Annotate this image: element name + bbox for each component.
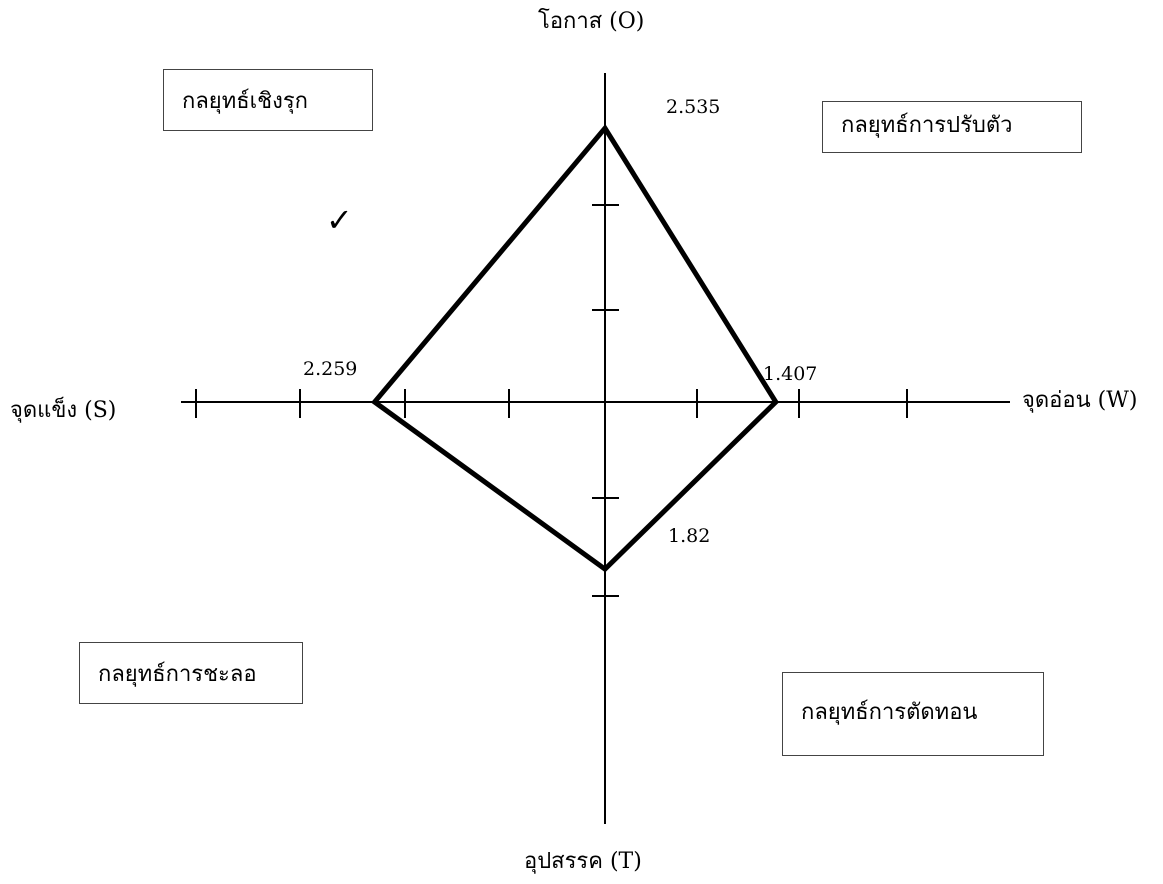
swot-polygon: [370, 123, 779, 573]
selected-quadrant-check-icon: ✓: [326, 201, 353, 239]
value-opportunity: 2.535: [666, 96, 721, 118]
quadrant-label-turnaround-text: กลยุทธ์การปรับตัว: [841, 113, 1013, 138]
value-weakness: 1.407: [763, 363, 818, 385]
value-threat: 1.82: [668, 525, 711, 547]
value-strength: 2.259: [303, 358, 358, 380]
quadrant-label-retrenchment: กลยุทธ์การตัดทอน: [782, 672, 1044, 756]
quadrant-label-aggressive: กลยุทธ์เชิงรุก: [163, 69, 373, 131]
axis-title-strength: จุดแข็ง (S): [10, 398, 117, 423]
quadrant-label-defensive-text: กลยุทธ์การชะลอ: [98, 662, 257, 687]
quadrant-label-retrenchment-text: กลยุทธ์การตัดทอน: [801, 700, 978, 725]
quadrant-label-defensive: กลยุทธ์การชะลอ: [79, 642, 303, 704]
axis-title-threat: อุปสรรค (T): [524, 849, 642, 874]
quadrant-label-aggressive-text: กลยุทธ์เชิงรุก: [182, 89, 308, 114]
axis-title-weakness: จุดอ่อน (W): [1022, 388, 1138, 413]
quadrant-label-turnaround: กลยุทธ์การปรับตัว: [822, 101, 1082, 153]
axis-title-opportunity: โอกาส (O): [538, 9, 645, 34]
